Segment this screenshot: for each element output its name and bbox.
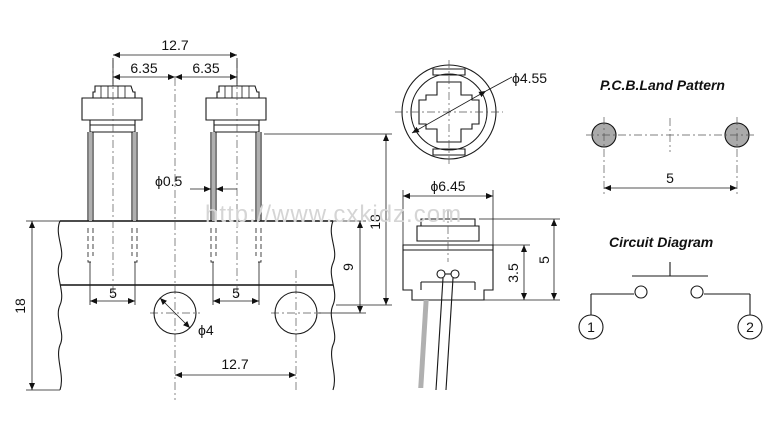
- terminal-1: [578, 314, 604, 340]
- dim-pitch-total: 12.7: [161, 37, 188, 53]
- mounting-panel: [57, 220, 336, 391]
- dim-outer-dia: ϕ4.55: [512, 70, 547, 86]
- circuit-title: Circuit Diagram: [609, 234, 713, 250]
- dim-half-left: 6.35: [130, 60, 157, 76]
- pcb-land-pattern: P.C.B.Land Pattern 5: [586, 77, 756, 195]
- dim-total-height: 5: [536, 256, 552, 264]
- dim-hole-pitch: 12.7: [221, 356, 248, 372]
- dim-pin-dia: ϕ0.5: [155, 173, 183, 189]
- switch-left: [81, 85, 143, 263]
- dim-height-total: 18: [367, 214, 383, 230]
- dim-pin-right: 5: [232, 285, 240, 301]
- terminal-1-label: 1: [587, 319, 595, 335]
- switch-right: [205, 85, 267, 263]
- circuit-diagram: Circuit Diagram 1 2: [578, 234, 763, 340]
- dim-hole-dia: ϕ4: [198, 322, 214, 338]
- dim-panel-to-hole: 9: [340, 263, 356, 271]
- panel-hole-right: [274, 291, 318, 335]
- dim-body-dia: ϕ6.45: [430, 178, 465, 194]
- panel-hole-left: [153, 291, 197, 335]
- dim-half-right: 6.35: [192, 60, 219, 76]
- dim-body-height: 3.5: [505, 263, 521, 283]
- terminal-2-label: 2: [746, 319, 754, 335]
- dim-pin-left: 5: [109, 285, 117, 301]
- top-view: ϕ4.55: [395, 60, 547, 166]
- dim-pad-spacing: 5: [666, 170, 674, 186]
- side-view: ϕ6.45 3.5 5: [402, 178, 560, 391]
- pcb-title: P.C.B.Land Pattern: [600, 77, 725, 93]
- dim-panel-height: 18: [12, 298, 28, 314]
- watermark: http://www.cxkidz.com: [205, 201, 462, 228]
- front-view: 12.7 6.35 6.35 ϕ0.5 18 9 18 5 5: [12, 37, 392, 400]
- terminal-2: [737, 314, 763, 340]
